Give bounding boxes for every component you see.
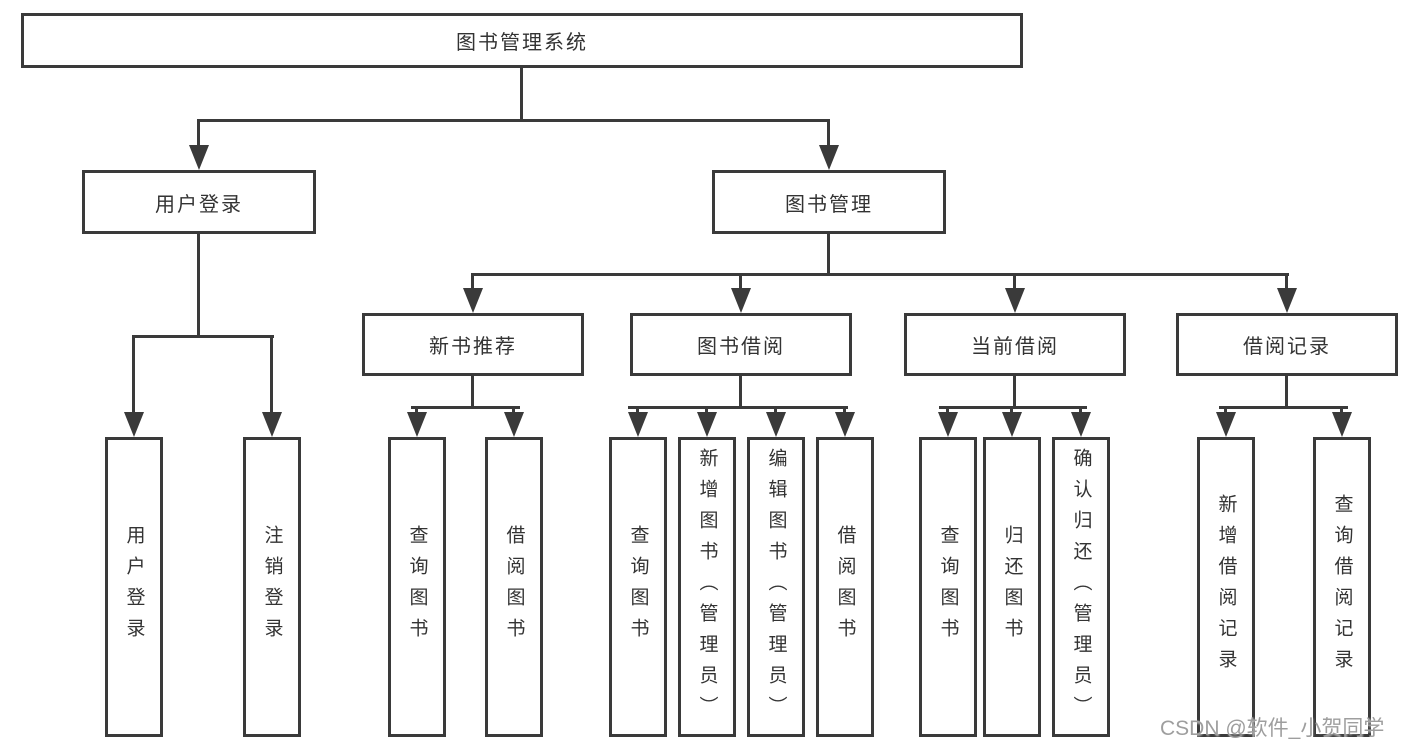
leaf-node-logout: 注销登录 — [243, 437, 301, 737]
connector-line — [132, 335, 135, 415]
connector-line — [1010, 406, 1013, 415]
node-root: 图书管理系统 — [21, 13, 1023, 68]
leaf-node-search-borrow-record: 查询借阅记录 — [1313, 437, 1371, 737]
connector-line — [1224, 406, 1227, 415]
connector-line — [636, 406, 639, 415]
arrowhead-icon — [1071, 412, 1091, 437]
leaf-label: 归还图书 — [1001, 525, 1023, 649]
arrowhead-icon — [124, 412, 144, 437]
leaf-label: 查询图书 — [937, 525, 959, 649]
connector-line — [1340, 406, 1343, 415]
leaf-label: 新增借阅记录 — [1215, 494, 1237, 680]
leaf-node-search-books-3: 查询图书 — [919, 437, 977, 737]
arrowhead-icon — [819, 145, 839, 170]
node-new-book-recommend: 新书推荐 — [362, 313, 584, 376]
leaf-label: 新增图书（管理员） — [696, 447, 718, 727]
leaf-label: 确认归还（管理员） — [1070, 447, 1092, 727]
arrowhead-icon — [504, 412, 524, 437]
leaf-label: 注销登录 — [261, 525, 283, 649]
connector-line — [628, 406, 848, 409]
arrowhead-icon — [731, 288, 751, 313]
arrowhead-icon — [938, 412, 958, 437]
connector-line — [774, 406, 777, 415]
connector-line — [270, 335, 273, 415]
leaf-label: 编辑图书（管理员） — [765, 447, 787, 727]
leaf-node-search-books-1: 查询图书 — [388, 437, 446, 737]
node-book-management: 图书管理 — [712, 170, 946, 234]
arrowhead-icon — [262, 412, 282, 437]
connector-line — [197, 119, 200, 148]
arrowhead-icon — [463, 288, 483, 313]
arrowhead-icon — [407, 412, 427, 437]
arrowhead-icon — [1005, 288, 1025, 313]
leaf-node-edit-books-admin: 编辑图书（管理员） — [747, 437, 805, 737]
connector-line — [1285, 376, 1288, 409]
connector-line — [827, 233, 830, 276]
connector-line — [1219, 406, 1348, 409]
arrowhead-icon — [1277, 288, 1297, 313]
connector-line — [520, 68, 523, 119]
leaf-label: 借阅图书 — [503, 525, 525, 649]
arrowhead-icon — [697, 412, 717, 437]
connector-line — [739, 273, 742, 291]
connector-line — [197, 119, 830, 122]
connector-line — [946, 406, 949, 415]
node-book-borrow: 图书借阅 — [630, 313, 852, 376]
arrowhead-icon — [766, 412, 786, 437]
watermark: CSDN @软件_小贺同学 — [1160, 717, 1385, 740]
connector-line — [827, 119, 830, 148]
connector-line — [415, 406, 418, 415]
node-current-borrow: 当前借阅 — [904, 313, 1126, 376]
arrowhead-icon — [835, 412, 855, 437]
connector-line — [939, 406, 1087, 409]
connector-line — [471, 376, 474, 409]
leaf-label: 查询借阅记录 — [1331, 494, 1353, 680]
connector-line — [411, 406, 520, 409]
arrowhead-icon — [1332, 412, 1352, 437]
arrowhead-icon — [1002, 412, 1022, 437]
connector-line — [1013, 376, 1016, 409]
arrowhead-icon — [189, 145, 209, 170]
connector-line — [739, 376, 742, 409]
connector-line — [132, 335, 274, 338]
connector-line — [1285, 273, 1288, 291]
connector-line — [1079, 406, 1082, 415]
leaf-node-return-books: 归还图书 — [983, 437, 1041, 737]
leaf-label: 查询图书 — [627, 525, 649, 649]
connector-line — [843, 406, 846, 415]
leaf-label: 查询图书 — [406, 525, 428, 649]
leaf-node-borrow-books-1: 借阅图书 — [485, 437, 543, 737]
leaf-node-search-books-2: 查询图书 — [609, 437, 667, 737]
leaf-node-add-borrow-record: 新增借阅记录 — [1197, 437, 1255, 737]
connector-line — [705, 406, 708, 415]
arrowhead-icon — [1216, 412, 1236, 437]
leaf-node-add-books-admin: 新增图书（管理员） — [678, 437, 736, 737]
connector-line — [471, 273, 1289, 276]
node-user-login: 用户登录 — [82, 170, 316, 234]
leaf-node-borrow-books-2: 借阅图书 — [816, 437, 874, 737]
connector-line — [471, 273, 474, 291]
leaf-node-confirm-return-admin: 确认归还（管理员） — [1052, 437, 1110, 737]
connector-line — [1013, 273, 1016, 291]
connector-line — [512, 406, 515, 415]
arrowhead-icon — [628, 412, 648, 437]
leaf-label: 借阅图书 — [834, 525, 856, 649]
node-borrow-records: 借阅记录 — [1176, 313, 1398, 376]
leaf-node-user-login: 用户登录 — [105, 437, 163, 737]
leaf-label: 用户登录 — [123, 525, 145, 649]
connector-line — [197, 234, 200, 338]
